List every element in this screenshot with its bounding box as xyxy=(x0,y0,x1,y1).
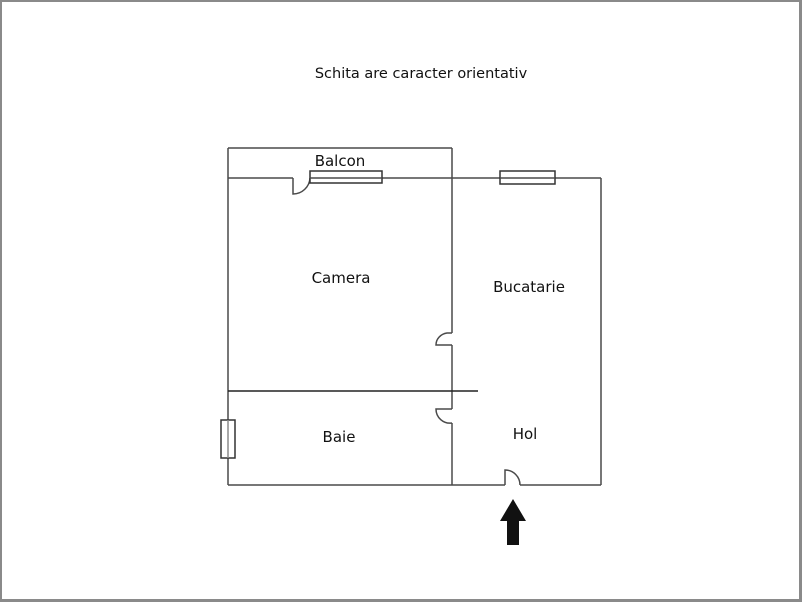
baie-door-icon xyxy=(435,408,453,424)
walls xyxy=(227,147,602,486)
windows xyxy=(220,170,556,459)
camera-door-icon xyxy=(435,332,452,346)
room-label-bucatarie: Bucatarie xyxy=(493,278,565,296)
balcony-window-icon xyxy=(309,170,383,184)
entrance-door-icon xyxy=(504,469,521,486)
balcony-door-icon xyxy=(292,177,311,195)
room-label-baie: Baie xyxy=(323,428,356,446)
room-label-camera: Camera xyxy=(312,269,371,287)
plan-title: Schita are caracter orientativ xyxy=(315,66,528,82)
room-label-balcon: Balcon xyxy=(315,152,366,170)
room-label-hol: Hol xyxy=(513,425,538,443)
arrow-up-icon xyxy=(500,499,526,545)
